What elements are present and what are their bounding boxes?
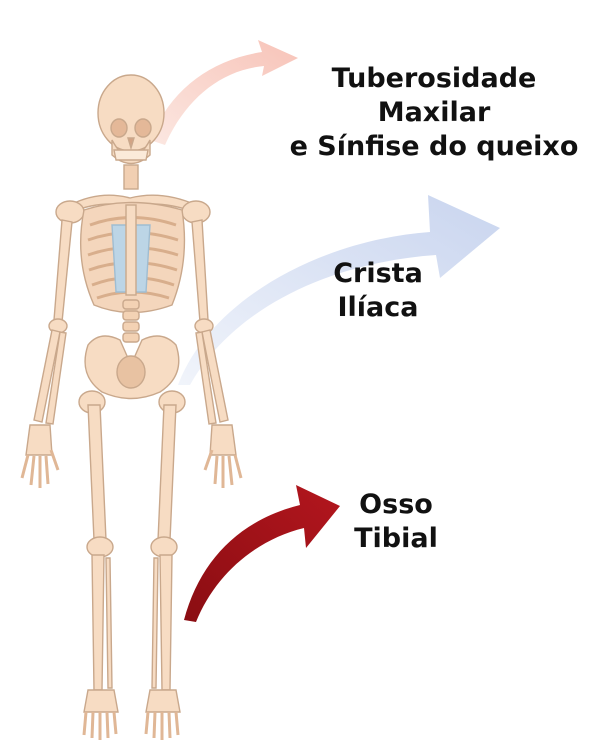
label-maxilla-line1: Tuberosidade Maxilar <box>274 62 594 130</box>
label-iliac-crest: Crista Ilíaca <box>300 257 456 325</box>
label-iliac-line2: Ilíaca <box>300 291 456 325</box>
label-tibia-line2: Tibial <box>328 522 464 556</box>
skeleton <box>22 75 241 740</box>
label-iliac-line1: Crista <box>300 257 456 291</box>
label-tibia-line1: Osso <box>328 488 464 522</box>
label-maxilla-line2: e Sínfise do queixo <box>274 130 594 164</box>
arrow-tibia <box>184 485 340 622</box>
label-tibia: Osso Tibial <box>328 488 464 556</box>
label-maxilla: Tuberosidade Maxilar e Sínfise do queixo <box>274 62 594 164</box>
